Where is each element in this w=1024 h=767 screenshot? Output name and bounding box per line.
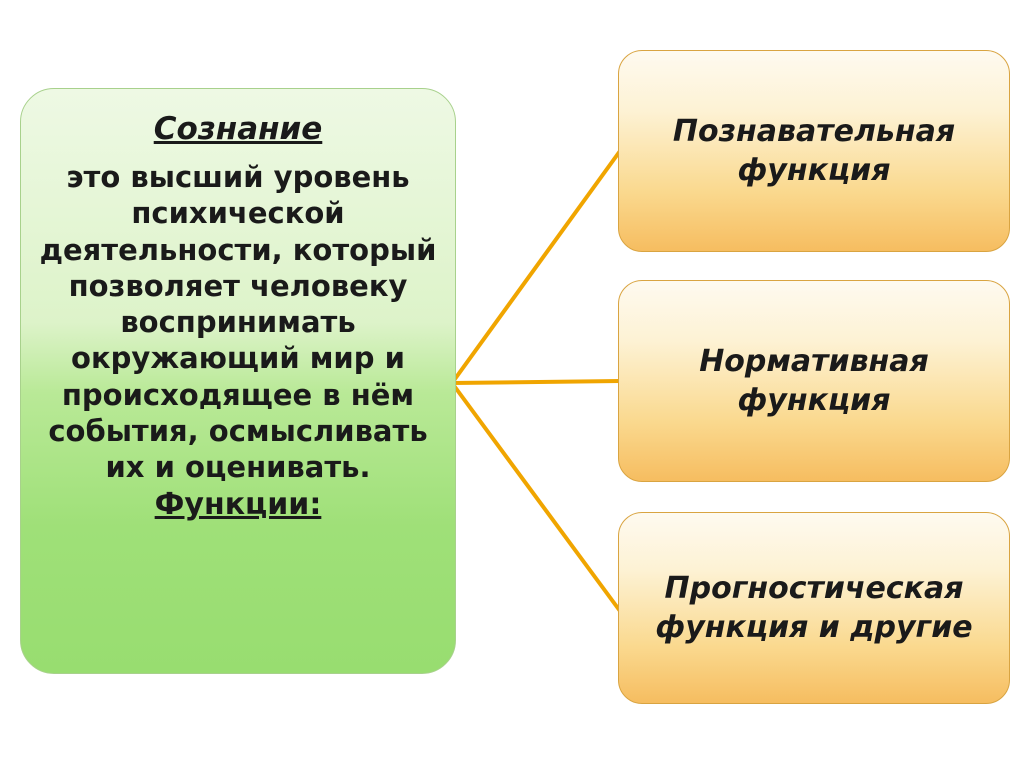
definition-body: это высший уровень психической деятельно… xyxy=(39,160,437,484)
function-box-cognitive-label: Познавательная функция xyxy=(672,114,956,188)
definition-panel: Сознание это высший уровень психической … xyxy=(20,88,456,674)
function-box-normative-label: Нормативная функция xyxy=(699,344,929,418)
function-box-prognostic: Прогностическая функция и другие xyxy=(618,512,1010,704)
connector-line-top xyxy=(450,149,622,385)
connector-line-bottom xyxy=(450,381,622,613)
definition-title: Сознание xyxy=(153,111,323,147)
function-box-normative: Нормативная функция xyxy=(618,280,1010,482)
connector-line-middle xyxy=(451,379,621,385)
definition-footer: Функции: xyxy=(154,487,322,523)
function-box-prognostic-label: Прогностическая функция и другие xyxy=(655,571,973,645)
function-box-cognitive: Познавательная функция xyxy=(618,50,1010,252)
